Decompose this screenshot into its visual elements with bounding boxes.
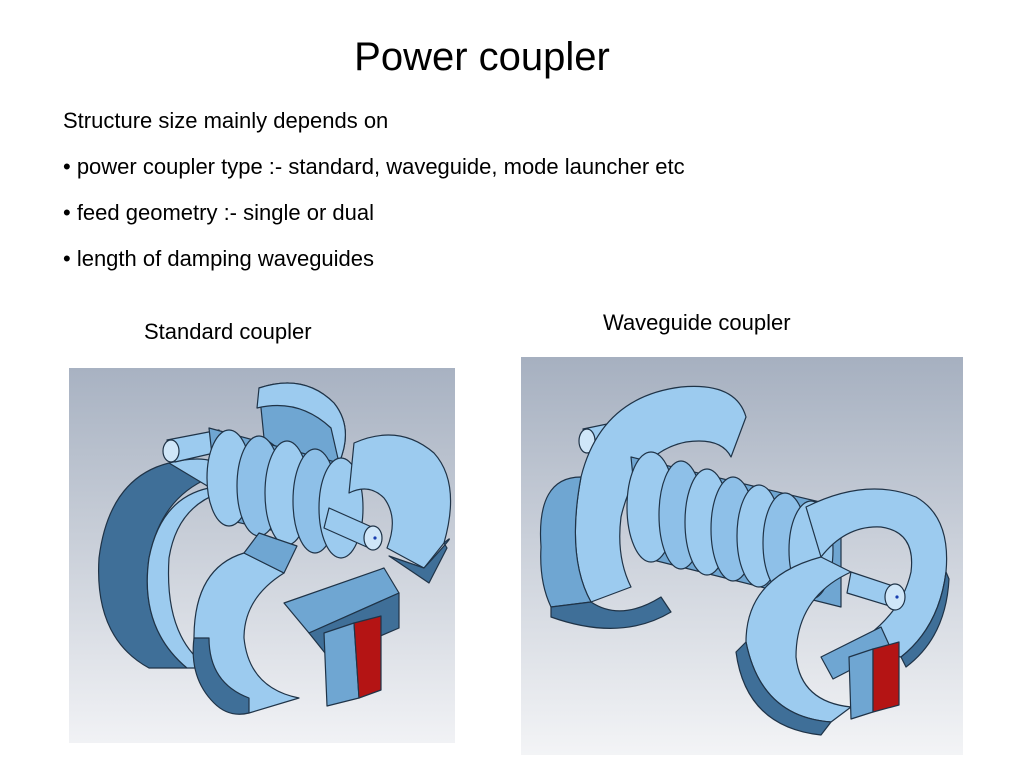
standard-coupler-image [69, 368, 455, 743]
bullet-list: Structure size mainly depends on • power… [63, 108, 685, 292]
standard-coupler-drawing [97, 382, 452, 715]
bullet-feed-geometry: • feed geometry :- single or dual [63, 200, 374, 225]
waveguide-coupler-image [521, 357, 963, 755]
bullet-coupler-type: • power coupler type :- standard, wavegu… [63, 154, 685, 179]
waveguide-coupler-drawing [539, 385, 950, 736]
bullet-damping-waveguides: • length of damping waveguides [63, 246, 375, 271]
waveguide-coupler-caption: Waveguide coupler [603, 310, 791, 335]
standard-coupler-caption: Standard coupler [144, 319, 312, 344]
intro-line: Structure size mainly depends on [63, 108, 389, 133]
slide-title: Power coupler [354, 35, 610, 79]
